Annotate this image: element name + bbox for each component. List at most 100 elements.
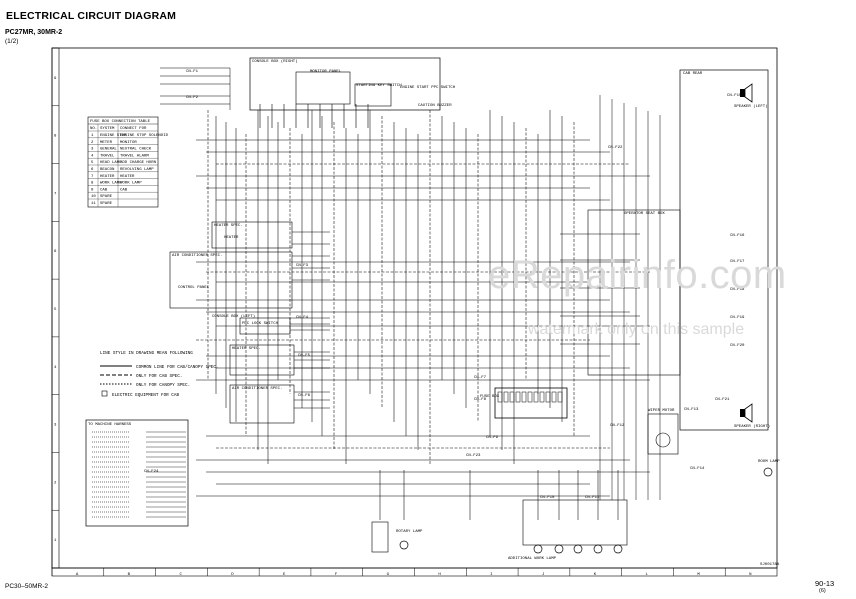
fuse-table-cell: 3 <box>91 148 94 152</box>
wire-bundles <box>160 67 661 520</box>
row-label: 3 <box>54 424 57 428</box>
fuse-table-cell: 10 <box>91 195 96 199</box>
cab-rear-label: CAB REAR <box>683 72 703 76</box>
column-label: G <box>387 573 390 577</box>
fuse-table-cell: TRAVEL <box>100 154 115 158</box>
air-conditioner-label: AIR CONDITIONER SPEC. <box>172 254 222 258</box>
column-label: H <box>438 573 441 577</box>
monitor-panel-box <box>295 71 351 105</box>
console-right-label: CONSOLE BOX (RIGHT) <box>252 59 298 64</box>
connector-label: CN-F2 <box>186 96 199 100</box>
connector-label: CN-F8 <box>474 398 487 402</box>
connector-label: CN-F24 <box>144 470 159 474</box>
fuse-table-cell: TRAVEL ALARM <box>120 154 149 158</box>
fuse-table-cell: 5 <box>91 161 94 165</box>
row-label: 8 <box>54 135 57 139</box>
fuse-table-cell: BEACON <box>100 168 115 172</box>
column-label: J <box>542 573 544 577</box>
connector-label: CN-F19 <box>730 316 745 320</box>
row-label: 5 <box>54 308 57 312</box>
console-left-label: CONSOLE BOX (LEFT) <box>212 314 255 319</box>
fuse-cells <box>497 391 563 403</box>
air-conditioner-block: AIR CONDITIONER SPEC. CONTROL PANEL <box>169 251 293 309</box>
page-sub: (6) <box>819 588 826 594</box>
connector-label: CN-F10 <box>540 496 555 500</box>
connector-label: CN-F14 <box>690 467 705 471</box>
engine-start-label: ENGINE START PPC SWITCH <box>400 86 456 90</box>
fuse-table-cell: HEATER <box>100 175 115 179</box>
connector-label: CN-F21 <box>715 398 730 402</box>
connector-label: CN-F16 <box>730 234 745 238</box>
rotary-lamp-block: ROTARY LAMP <box>371 521 423 553</box>
diagram-frame <box>51 47 778 569</box>
fuse-table-cell: ADD CHARGE HORN <box>120 161 157 165</box>
legend-title: LINE STYLE IN DRAWING MEAN FOLLOWING <box>100 351 193 356</box>
room-lamp-block: ROOM LAMP <box>758 460 780 477</box>
starting-key-label: STARTING KEY SWITCH <box>356 84 402 88</box>
column-label: B <box>128 573 131 577</box>
air-conditioner-label-2: AIR CONDITIONER SPEC. <box>232 387 282 391</box>
connector-label: CN-F17 <box>730 260 745 264</box>
model-label: PC27MR, 30MR-2 <box>5 29 63 36</box>
fuse-table-cell: METER <box>100 141 113 145</box>
fuse-table-cell: HEAD LAMP <box>100 161 122 165</box>
fuse-box-block: FUSE BOX <box>480 387 568 419</box>
fuse-table-cell: 6 <box>91 168 94 172</box>
drawing-code: SJ00178A <box>760 563 780 567</box>
connector-label: CN-F18 <box>730 288 745 292</box>
fuse-table-header: CONNECT FOR <box>120 127 147 131</box>
fuse-table-cell: 4 <box>91 154 94 158</box>
fuse-table-cell: 9 <box>91 188 94 192</box>
column-label: E <box>283 573 286 577</box>
connector-label: CN-F12 <box>610 424 625 428</box>
legend-item-4: ELECTRIC EQUIPMENT FOR CAB <box>112 393 179 398</box>
column-label: D <box>231 573 234 577</box>
fuse-table-title: FUSE BOX CONNECTION TABLE <box>90 120 151 124</box>
column-label: I <box>490 573 492 577</box>
column-label: N <box>749 573 752 577</box>
column-label: M <box>697 573 700 577</box>
harness-text-lines <box>92 431 186 518</box>
fuse-table-cell: 8 <box>91 182 94 186</box>
to-machine-label: TO MACHINE HARNESS <box>88 423 132 427</box>
heater-spec-block-2: HEATER SPEC. <box>229 344 295 376</box>
legend-item-2: ONLY FOR CAB SPEC. <box>136 374 182 379</box>
footer-model: PC30–50MR-2 <box>5 583 48 590</box>
connector-label: CN-F3 <box>296 264 309 268</box>
row-label: 1 <box>54 539 57 543</box>
column-label: L <box>646 573 649 577</box>
row-label: 4 <box>54 366 57 370</box>
cab-rear-block: CAB REAR <box>679 69 769 431</box>
connector-label: CN-F15 <box>727 94 742 98</box>
connector-labels: CN-F1CN-F2CN-F3CN-F4CN-F5CN-F6CN-F7CN-F8… <box>144 70 745 500</box>
fuse-table-cell: CAB <box>120 188 128 192</box>
fuse-table-cell: 1 <box>91 134 94 138</box>
fuse-table-cell: ENGINE STOP SOLENOID <box>120 134 169 138</box>
connector-label: CN-F4 <box>296 316 309 320</box>
connector-label: CN-F20 <box>730 344 745 348</box>
speaker-left-label: SPEAKER (LEFT) <box>734 104 768 109</box>
fuse-table-cell: SPARE <box>100 202 113 206</box>
wiper-motor-block: WIPER MOTOR <box>647 409 679 455</box>
operator-seat-block: OPERATOR SEAT BOX <box>587 209 681 376</box>
line-style-legend: LINE STYLE IN DRAWING MEAN FOLLOWING COM… <box>100 351 219 398</box>
legend-item-3: ONLY FOR CANOPY SPEC. <box>136 383 190 388</box>
room-lamp-label: ROOM LAMP <box>758 460 780 464</box>
heater-spec-label: HEATER SPEC. <box>214 224 243 228</box>
connector-label: CN-F9 <box>486 436 499 440</box>
connector-label: CN-F22 <box>608 146 623 150</box>
console-box-right: CONSOLE BOX (RIGHT) MONITOR PANEL STARTI… <box>249 57 456 111</box>
fuse-table-cell: WORK LAMP <box>120 182 142 186</box>
fuse-table-cell: CAB <box>100 188 108 192</box>
fuse-table-cell: REVOLVING LAMP <box>120 168 154 172</box>
heater-spec-label-2: HEATER SPEC. <box>232 347 261 351</box>
control-panel-label: CONTROL PANEL <box>178 286 210 290</box>
fuse-table-cell: NEUTRAL CHECK <box>120 148 152 152</box>
row-label: 9 <box>54 77 57 81</box>
console-box-left: CONSOLE BOX (LEFT) PPC LOCK SWITCH <box>212 314 291 335</box>
fuse-table-cell: GENERAL <box>100 148 117 152</box>
